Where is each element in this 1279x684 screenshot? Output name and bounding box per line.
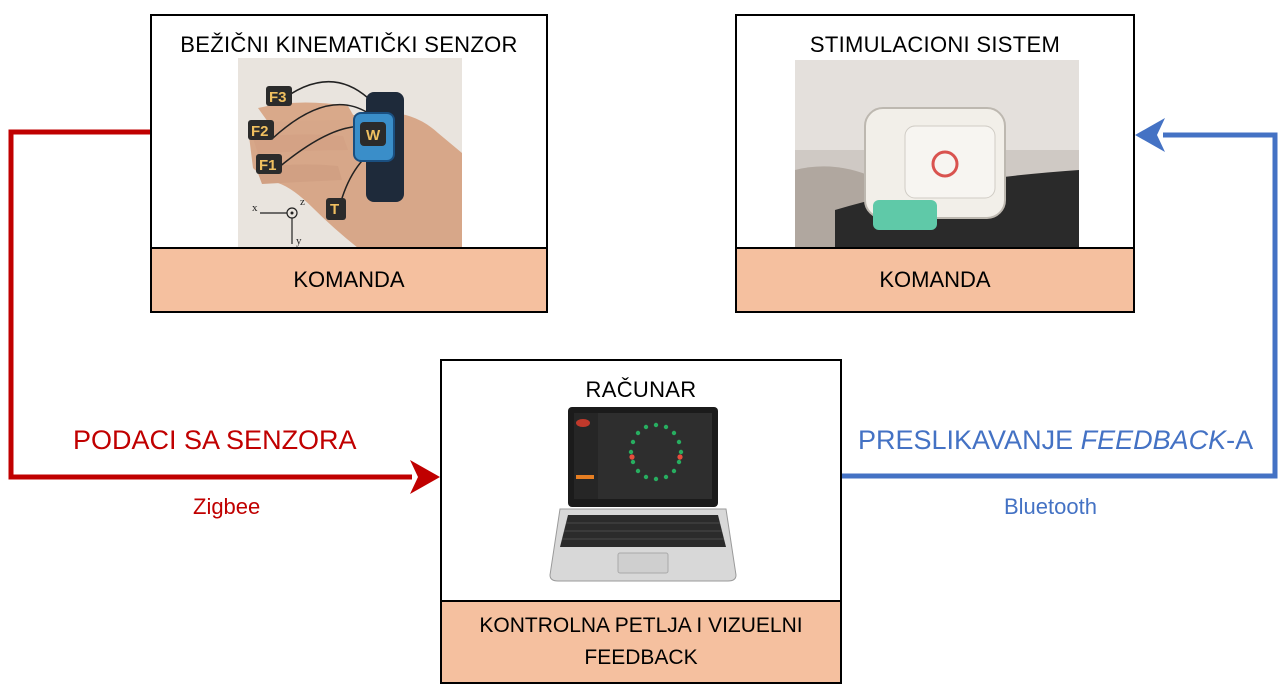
sensor-to-computer-arrowhead (410, 460, 440, 494)
computer-box: RAČUNAR KONTROLNA PETLJA I VIZUELNI FEED… (440, 359, 842, 684)
stimulator-device-photo (795, 60, 1079, 250)
sensor-data-label: PODACI SA SENZORA (73, 425, 357, 455)
axis-z-label: z (300, 196, 305, 208)
marker-f1: F1 (259, 157, 277, 174)
computer-box-title: RAČUNAR (585, 377, 697, 402)
marker-w: W (366, 127, 381, 144)
stim-box-footer: KOMANDA (737, 247, 1133, 311)
bluetooth-label: Bluetooth (1004, 494, 1097, 519)
marker-f2: F2 (251, 123, 269, 140)
marker-t: T (330, 201, 339, 218)
feedback-mapping-suffix: -A (1226, 425, 1254, 455)
computer-to-stim-arrowhead (1135, 118, 1165, 152)
axis-x-label: x (252, 202, 258, 214)
feedback-mapping-prefix: PRESLIKAVANJE (858, 425, 1081, 455)
stim-box: STIMULACIONI SISTEM KOMANDA (735, 14, 1135, 313)
sensor-box-footer: KOMANDA (152, 247, 546, 311)
laptop-photo (549, 407, 737, 582)
computer-to-stim-line (842, 132, 1278, 479)
feedback-mapping-italic: FEEDBACK (1080, 425, 1227, 455)
hand-sensor-photo: F3 F2 F1 W T x y z (238, 58, 462, 248)
sensor-to-computer-line (8, 129, 412, 480)
stim-box-title: STIMULACIONI SISTEM (809, 32, 1061, 57)
marker-f3: F3 (269, 89, 287, 106)
axis-y-label: y (296, 235, 302, 247)
sensor-box-title: BEŽIČNI KINEMATIČKI SENZOR (180, 32, 518, 57)
sensor-box: BEŽIČNI KINEMATIČKI SENZOR F3 F2 F1 W T (150, 14, 548, 313)
zigbee-label: Zigbee (193, 494, 261, 519)
computer-box-footer: KONTROLNA PETLJA I VIZUELNI FEEDBACK (442, 600, 840, 682)
feedback-mapping-label: PRESLIKAVANJE FEEDBACK-A (858, 425, 1253, 456)
